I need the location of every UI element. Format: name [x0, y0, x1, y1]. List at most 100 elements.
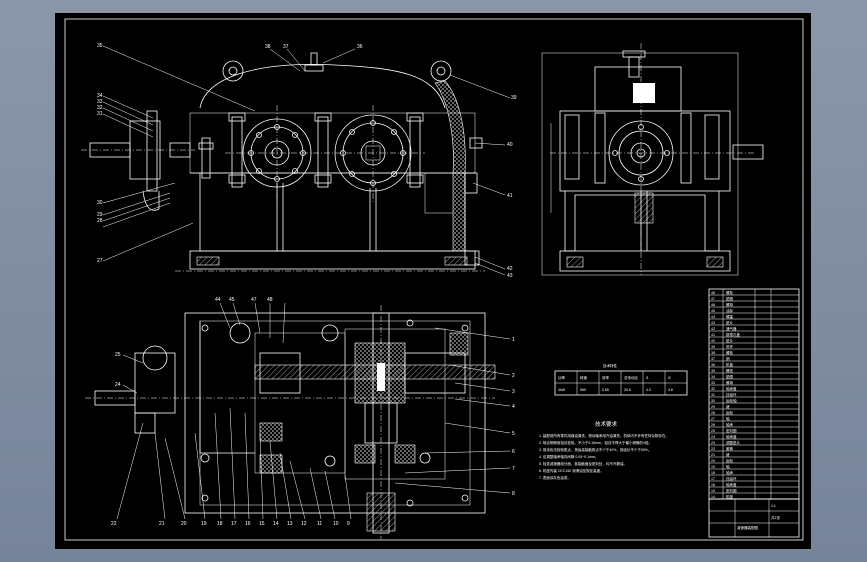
parts-row-name: 垫片 [726, 320, 734, 325]
spec-value: 960 [580, 388, 586, 392]
parts-row-number: 35 [711, 369, 715, 373]
balloon-label: 48 [267, 297, 273, 303]
parts-row-number: 30 [711, 399, 715, 403]
balloon-label: 37 [283, 44, 289, 50]
balloon-label: 18 [217, 521, 223, 527]
balloon-label: 34 [97, 93, 103, 99]
spec-value: 4kW [558, 388, 566, 392]
balloon-label: 22 [111, 521, 117, 527]
balloon-label: 43 [507, 273, 513, 279]
parts-row-name: 密封圈 [726, 488, 737, 493]
spec-header: 转速 [580, 375, 588, 380]
balloon-label: 10 [333, 521, 339, 527]
balloon-label: 13 [287, 521, 293, 527]
parts-row-number: 15 [711, 489, 715, 493]
parts-row-number: 26 [711, 423, 715, 427]
balloon-label: 1 [512, 337, 515, 343]
balloon-label: 20 [181, 521, 187, 527]
parts-row-name: 密封圈 [726, 428, 737, 433]
parts-row-number: 29 [711, 405, 715, 409]
parts-row-number: 37 [711, 357, 715, 361]
parts-row-number: 41 [711, 333, 715, 337]
spec-header: 总传动比 [624, 375, 638, 380]
spec-header: i2 [668, 376, 671, 380]
parts-row-name: 螺母 [726, 302, 734, 307]
balloon-label: 5 [512, 431, 515, 437]
balloon-label: 8 [512, 491, 515, 497]
parts-row-name: 轴承盖 [726, 482, 737, 487]
parts-row-name: 螺栓 [726, 350, 734, 355]
drawing-border [64, 18, 804, 541]
parts-row-number: 36 [711, 363, 715, 367]
balloon-label: 17 [231, 521, 237, 527]
parts-row-name: 螺栓 [726, 368, 734, 373]
balloon-label: 38 [265, 44, 271, 50]
balloon-label: 9 [347, 521, 350, 527]
parts-row-name: 轴承 [726, 422, 734, 427]
parts-row-number: 19 [711, 465, 715, 469]
balloon-label: 32 [97, 105, 103, 111]
note-line: 1. 装配前所有零件用煤油清洗，滚动轴承用汽油清洗，机体内不许有任何杂物存在。 [539, 433, 669, 438]
drawing-name: 减速器装配图 [737, 525, 758, 530]
spec-header: i1 [646, 376, 649, 380]
parts-row-name: 垫圈 [726, 374, 734, 379]
parts-row-number: 32 [711, 387, 715, 391]
balloon-label: 21 [159, 521, 165, 527]
balloon-label: 40 [507, 142, 513, 148]
parts-row-number: 43 [711, 321, 715, 325]
parts-row-name: 通气器 [726, 326, 737, 331]
parts-row-number: 44 [711, 315, 715, 319]
parts-row-number: 18 [711, 471, 715, 475]
balloon-label: 33 [97, 99, 103, 105]
parts-row-number: 42 [711, 327, 715, 331]
parts-row-number: 31 [711, 393, 715, 397]
parts-row-name: 齿轮 [726, 458, 734, 463]
side-view [541, 43, 764, 276]
parts-row-name: 齿轮轴 [726, 398, 737, 403]
parts-row-number: 27 [711, 417, 715, 421]
balloon-label: 28 [97, 218, 103, 224]
parts-row-name: 垫片 [726, 338, 734, 343]
parts-row-number: 14 [711, 495, 715, 499]
balloon-label: 12 [301, 521, 307, 527]
balloon-label: 27 [97, 258, 103, 264]
parts-row-name: 吊环 [726, 345, 734, 349]
parts-row-name: 挡油环 [726, 392, 737, 397]
parts-row-name: 键 [726, 452, 730, 457]
parts-row-name: 螺母 [726, 380, 734, 385]
parts-row-number: 45 [711, 309, 715, 313]
notes-title: 技术要求 [595, 420, 618, 428]
balloon-label: 24 [115, 382, 121, 388]
balloon-label: 31 [97, 111, 103, 117]
parts-row-name: 机盖 [726, 362, 734, 367]
lifting-eye-right [430, 60, 452, 82]
balloon-label: 19 [201, 521, 207, 527]
parts-row-name: 机座 [726, 494, 734, 499]
parts-row-number: 38 [711, 351, 715, 355]
lifting-eye-left [222, 60, 244, 82]
note-line: 3. 用涂色法检验斑点，按齿高接触斑点不少于40%，按齿长不少于50%。 [539, 447, 651, 452]
parts-row-name: 油标 [726, 308, 734, 313]
title-block: 减速器装配图 1:1 共1张 [708, 498, 800, 538]
parts-row-number: 20 [711, 459, 715, 463]
flange-bolts [198, 112, 424, 188]
spec-table: 技术特性 功率 转速 效率 总传动比 i1 i2 4kW 960 0.85 20… [554, 363, 688, 396]
spec-table-title: 技术特性 [603, 363, 617, 368]
drawing-scale: 1:1 [771, 504, 776, 508]
note-line: 5. 检查减速器剖分面、各接触面及密封处，均不许漏油。 [539, 461, 627, 466]
cad-drawing: 35 34 33 32 31 30 29 28 27 38 37 36 39 4… [64, 18, 804, 541]
parts-row-number: 24 [711, 435, 715, 439]
balloon-label: 47 [251, 297, 257, 303]
parts-row-number: 16 [711, 483, 715, 487]
balloon-label: 11 [317, 521, 322, 527]
parts-row-name: 螺塞 [726, 314, 734, 319]
parts-row-number: 48 [711, 291, 715, 295]
parts-row-number: 34 [711, 375, 715, 379]
balloon-label: 25 [115, 352, 121, 358]
parts-row-name: 轴承盖 [726, 434, 737, 439]
balloon-label: 16 [245, 521, 251, 527]
parts-row-name: 轴 [726, 416, 730, 421]
parts-row-name: 调整垫片 [726, 440, 740, 445]
spec-value: 0.85 [602, 388, 609, 392]
